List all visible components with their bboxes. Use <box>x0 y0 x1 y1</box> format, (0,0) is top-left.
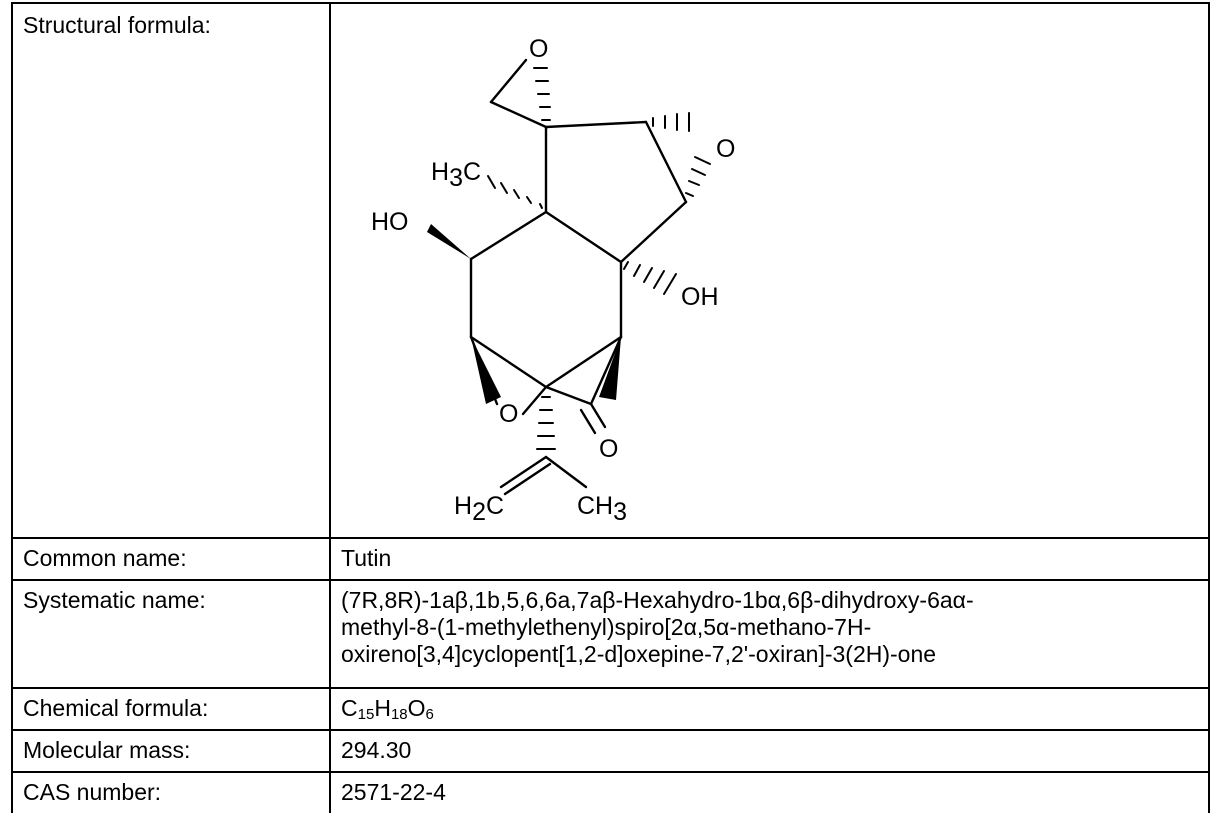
atom-h2c-label: H2C <box>454 492 504 526</box>
systematic-name-row: Systematic name: (7R,8R)-1aβ,1b,5,6,6a,7… <box>11 579 1210 689</box>
structural-formula-label: Structural formula: <box>11 2 331 539</box>
atom-oh-label: OH <box>681 283 719 311</box>
chemical-formula-row: Chemical formula: C15H18O6 <box>11 687 1210 731</box>
common-name-value: Tutin <box>329 537 1210 581</box>
atom-o-carbonyl: O <box>599 435 618 463</box>
atom-o-right-epoxide: O <box>716 135 735 163</box>
cas-number-label: CAS number: <box>11 771 331 813</box>
molecular-mass-row: Molecular mass: 294.30 <box>11 729 1210 773</box>
systematic-name-label: Systematic name: <box>11 579 331 689</box>
atom-o-ring: O <box>499 400 518 428</box>
systematic-name-line-1: (7R,8R)-1aβ,1b,5,6,6a,7aβ-Hexahydro-1bα,… <box>341 587 974 613</box>
systematic-name-line-2: methyl-8-(1-methylethenyl)spiro[2α,5α-me… <box>341 614 872 640</box>
systematic-name-line-3: oxireno[3,4]cyclopent[1,2-d]oxepine-7,2'… <box>341 641 937 667</box>
structural-formula-row: Structural formula: <box>11 2 1210 539</box>
atom-o-top-epoxide: O <box>529 35 548 63</box>
properties-table: Structural formula: <box>11 2 1210 813</box>
systematic-name-value: (7R,8R)-1aβ,1b,5,6,6a,7aβ-Hexahydro-1bα,… <box>329 579 1210 689</box>
molecule-structure-drawing: O O H3C HO OH O O H2C CH3 <box>371 35 735 526</box>
atom-ho-label: HO <box>371 208 409 236</box>
chemical-formula-value: C15H18O6 <box>329 687 1210 731</box>
common-name-label: Common name: <box>11 537 331 581</box>
molecular-mass-label: Molecular mass: <box>11 729 331 773</box>
structural-formula-cell: O O H3C HO OH O O H2C CH3 <box>329 2 1210 539</box>
cas-number-value: 2571-22-4 <box>329 771 1210 813</box>
molecular-mass-value: 294.30 <box>329 729 1210 773</box>
cas-number-row: CAS number: 2571-22-4 <box>11 771 1210 813</box>
chemical-formula-label: Chemical formula: <box>11 687 331 731</box>
atom-ch3-label: CH3 <box>577 492 627 526</box>
atom-h3c-label: H3C <box>431 158 481 192</box>
common-name-row: Common name: Tutin <box>11 537 1210 581</box>
